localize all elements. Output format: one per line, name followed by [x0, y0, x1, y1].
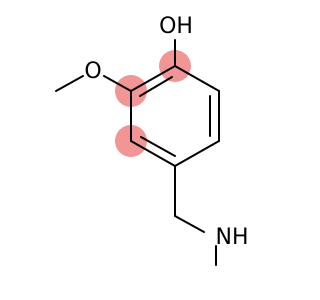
bond-c2-o — [103, 75, 132, 92]
bond-c1-c2 — [130, 65, 176, 92]
bond-c4-c5 — [174, 140, 220, 167]
molecule-structure: OH O NH — [55, 14, 249, 266]
bond-c6-c1 — [174, 65, 220, 92]
double-bond-c3-c4 — [140, 136, 176, 157]
bond-c3-c4 — [130, 140, 176, 167]
bond-o-methyl — [55, 75, 84, 92]
methoxy-oxygen-label: O — [84, 59, 101, 84]
hydroxyl-label: OH — [159, 14, 193, 39]
amine-label: NH — [216, 225, 249, 250]
bond-ch2-n — [174, 215, 205, 233]
double-bond-c1-c2 — [139, 76, 173, 97]
